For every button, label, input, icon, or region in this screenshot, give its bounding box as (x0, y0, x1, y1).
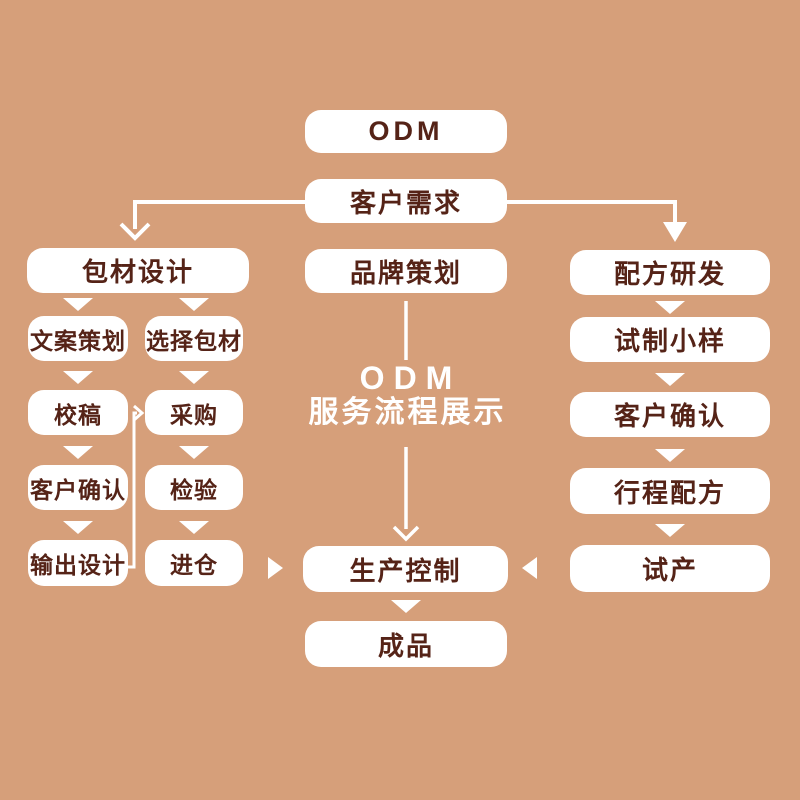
arrowhead-down-formula-icon (663, 222, 687, 242)
node-customer-confirm-left: 客户确认 (28, 465, 128, 510)
arrow-down-icon (63, 446, 93, 459)
arrow-down-icon (179, 446, 209, 459)
node-trial-production: 试产 (570, 545, 770, 592)
center-title-line2: 服务流程展示 (308, 396, 507, 429)
node-formula-rd: 配方研发 (570, 250, 770, 295)
node-odm: ODM (305, 110, 507, 153)
node-output-design: 输出设计 (28, 540, 128, 586)
arrow-down-icon (655, 449, 685, 462)
arrow-down-icon (179, 298, 209, 311)
arrowhead-down-packaging-icon (119, 222, 151, 241)
node-production-control: 生产控制 (303, 546, 508, 592)
node-procurement: 采购 (145, 390, 243, 435)
arrow-down-icon (391, 600, 421, 613)
arrow-down-icon (655, 373, 685, 386)
center-title: ODM 服务流程展示 (296, 360, 516, 430)
arrow-down-icon (63, 298, 93, 311)
node-brand-planning: 品牌策划 (305, 249, 507, 293)
arrowhead-right-procurement-icon (133, 404, 145, 422)
node-customer-needs: 客户需求 (305, 179, 507, 223)
node-warehousing: 进仓 (145, 540, 243, 586)
node-packaging-design: 包材设计 (27, 248, 249, 293)
node-trial-sample: 试制小样 (570, 317, 770, 362)
connector-customer-to-formula (507, 200, 677, 224)
arrow-down-icon (655, 301, 685, 314)
connector-output-to-procurement (128, 411, 137, 569)
arrow-down-icon (179, 371, 209, 384)
node-proofreading: 校稿 (28, 390, 128, 435)
arrow-down-icon (63, 521, 93, 534)
node-inspection: 检验 (145, 465, 243, 510)
connector-customer-to-packaging (133, 200, 305, 229)
arrow-down-icon (63, 371, 93, 384)
arrow-left-icon (522, 557, 537, 579)
arrow-down-icon (179, 521, 209, 534)
arrow-down-icon (655, 524, 685, 537)
arrowhead-down-production-icon (392, 525, 420, 542)
node-schedule-formula: 行程配方 (570, 468, 770, 514)
arrow-right-icon (268, 557, 283, 579)
node-select-packaging: 选择包材 (145, 316, 243, 361)
node-finished-product: 成品 (305, 621, 507, 667)
center-title-line1: ODM (359, 360, 462, 396)
node-copywriting: 文案策划 (28, 316, 128, 361)
node-customer-confirm-right: 客户确认 (570, 392, 770, 437)
